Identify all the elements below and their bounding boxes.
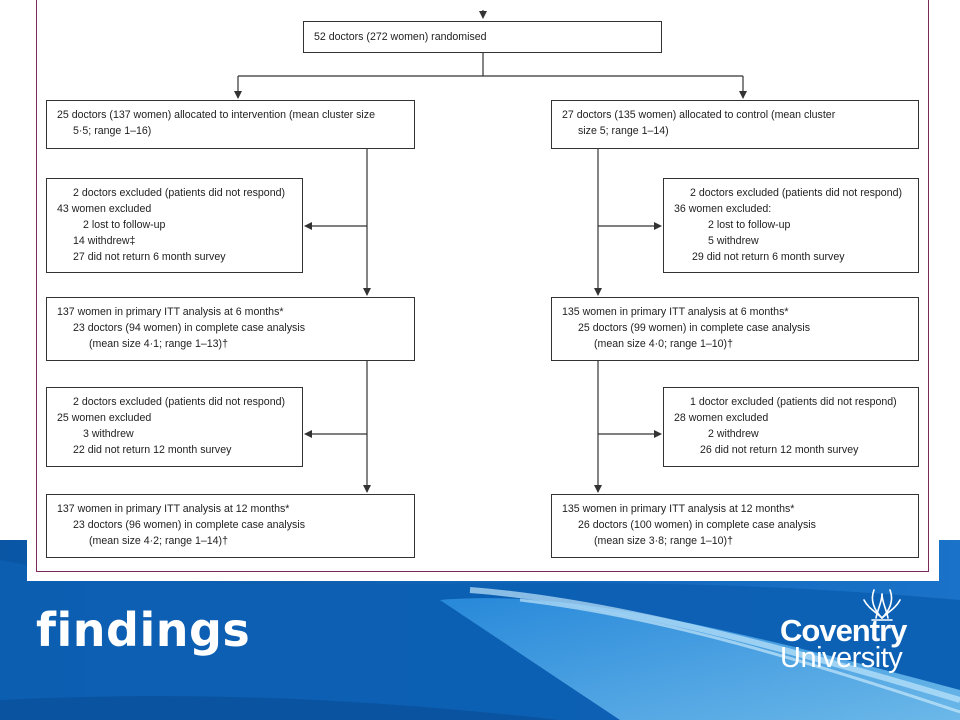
control-analysis-12m-box: 135 women in primary ITT analysis at 12 … bbox=[551, 494, 919, 558]
control-excluded-6m-line-4: 5 withdrew bbox=[708, 235, 759, 247]
control-analysis-12m-line-3: (mean size 3·8; range 1–10)† bbox=[594, 535, 733, 547]
randomised-text: 52 doctors (272 women) randomised bbox=[314, 31, 487, 43]
intervention-excluded-12m-box: 2 doctors excluded (patients did not res… bbox=[46, 387, 303, 467]
intervention-analysis-12m-line-1: 137 women in primary ITT analysis at 12 … bbox=[57, 503, 290, 515]
intervention-excluded-12m-line-2: 25 women excluded bbox=[57, 412, 152, 424]
intervention-excluded-12m-line-4: 22 did not return 12 month survey bbox=[73, 444, 232, 456]
intervention-excluded-6m-line-5: 27 did not return 6 month survey bbox=[73, 251, 226, 263]
control-excluded-12m-line-1: 1 doctor excluded (patients did not resp… bbox=[690, 396, 897, 408]
intervention-analysis-6m-line-3: (mean size 4·1; range 1–13)† bbox=[89, 338, 228, 350]
intervention-excluded-12m-line-1: 2 doctors excluded (patients did not res… bbox=[73, 396, 286, 408]
control-excluded-12m-box: 1 doctor excluded (patients did not resp… bbox=[663, 387, 919, 467]
intervention-analysis-12m-line-2: 23 doctors (96 women) in complete case a… bbox=[73, 519, 305, 531]
intervention-analysis-6m-line-1: 137 women in primary ITT analysis at 6 m… bbox=[57, 306, 284, 318]
randomised-box: 52 doctors (272 women) randomised bbox=[303, 21, 662, 53]
control-excluded-6m-line-2: 36 women excluded: bbox=[674, 203, 772, 215]
intervention-excluded-6m-line-2: 43 women excluded bbox=[57, 203, 152, 215]
intervention-analysis-12m-line-3: (mean size 4·2; range 1–14)† bbox=[89, 535, 228, 547]
control-excluded-6m-box: 2 doctors excluded (patients did not res… bbox=[663, 178, 919, 273]
content-panel bbox=[27, 0, 939, 581]
logo-text-university: University bbox=[780, 642, 903, 674]
control-analysis-6m-box: 135 women in primary ITT analysis at 6 m… bbox=[551, 297, 919, 361]
control-allocated-line-1: 27 doctors (135 women) allocated to cont… bbox=[562, 109, 836, 121]
control-excluded-12m-line-4: 26 did not return 12 month survey bbox=[700, 444, 859, 456]
control-analysis-6m-line-1: 135 women in primary ITT analysis at 6 m… bbox=[562, 306, 789, 318]
intervention-excluded-12m-line-3: 3 withdrew bbox=[83, 428, 134, 440]
control-allocated-box: 27 doctors (135 women) allocated to cont… bbox=[551, 100, 919, 149]
intervention-analysis-6m-box: 137 women in primary ITT analysis at 6 m… bbox=[46, 297, 415, 361]
control-analysis-6m-line-3: (mean size 4·0; range 1–10)† bbox=[594, 338, 733, 350]
logo-text-coventry: Coventry bbox=[780, 613, 907, 648]
control-excluded-6m-line-3: 2 lost to follow-up bbox=[708, 219, 791, 231]
intervention-allocated-box: 25 doctors (137 women) allocated to inte… bbox=[46, 100, 415, 149]
intervention-excluded-6m-line-1: 2 doctors excluded (patients did not res… bbox=[73, 187, 286, 199]
intervention-allocated-line-1: 25 doctors (137 women) allocated to inte… bbox=[57, 109, 375, 121]
slide-heading: findings bbox=[36, 603, 251, 657]
control-excluded-12m-line-2: 28 women excluded bbox=[674, 412, 769, 424]
control-excluded-12m-line-3: 2 withdrew bbox=[708, 428, 759, 440]
control-excluded-6m-line-5: 29 did not return 6 month survey bbox=[692, 251, 845, 263]
content-panel-border bbox=[36, 0, 929, 572]
control-analysis-12m-line-2: 26 doctors (100 women) in complete case … bbox=[578, 519, 816, 531]
phoenix-crest-icon bbox=[863, 589, 901, 621]
intervention-analysis-12m-box: 137 women in primary ITT analysis at 12 … bbox=[46, 494, 415, 558]
control-analysis-6m-line-2: 25 doctors (99 women) in complete case a… bbox=[578, 322, 810, 334]
control-analysis-12m-line-1: 135 women in primary ITT analysis at 12 … bbox=[562, 503, 795, 515]
control-excluded-6m-line-1: 2 doctors excluded (patients did not res… bbox=[690, 187, 903, 199]
intervention-analysis-6m-line-2: 23 doctors (94 women) in complete case a… bbox=[73, 322, 305, 334]
intervention-excluded-6m-line-4: 14 withdrew‡ bbox=[73, 235, 136, 247]
intervention-allocated-line-2: 5·5; range 1–16) bbox=[73, 125, 152, 137]
intervention-excluded-6m-line-3: 2 lost to follow-up bbox=[83, 219, 166, 231]
control-allocated-line-2: size 5; range 1–14) bbox=[578, 125, 669, 137]
intervention-excluded-6m-box: 2 doctors excluded (patients did not res… bbox=[46, 178, 303, 273]
